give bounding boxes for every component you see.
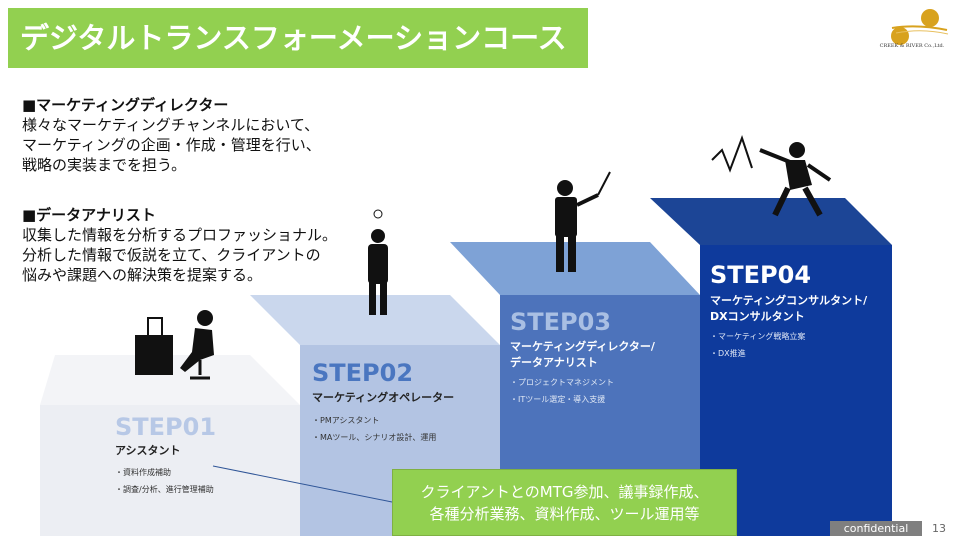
- step01-top: [40, 355, 300, 405]
- description-line: 戦略の実装までを担う。: [22, 156, 187, 174]
- page-number: 13: [932, 522, 946, 535]
- step-item: ・PMアシスタント: [312, 416, 380, 425]
- step01-role: アシスタント: [115, 443, 181, 459]
- step04-label: STEP04: [710, 261, 812, 289]
- role-line: マーケティングディレクター/: [510, 340, 655, 353]
- page-title: デジタルトランスフォーメーションコース: [8, 8, 588, 68]
- role-line: マーケティングコンサルタント/: [710, 294, 868, 307]
- step-item: ・マーケティング戦略立案: [710, 332, 806, 341]
- step-item: ・資料作成補助: [115, 468, 171, 477]
- person-desk-icon: [135, 310, 214, 380]
- step03-label: STEP03: [510, 308, 612, 336]
- step-item: ・ITツール選定・導入支援: [510, 395, 606, 404]
- person-pointer-icon: [555, 171, 611, 272]
- step02-items: ・PMアシスタント ・MAツール、シナリオ設計、運用: [312, 412, 436, 446]
- step03-role: マーケティングディレクター/ データアナリスト: [510, 339, 655, 371]
- person-presenting-icon: [711, 135, 832, 217]
- step04-role: マーケティングコンサルタント/ DXコンサルタント: [710, 293, 867, 325]
- person-thinking-icon: [368, 209, 388, 315]
- step02-label: STEP02: [312, 359, 414, 387]
- confidential-badge: confidential: [830, 521, 922, 536]
- callout-line: クライアントとのMTG参加、議事録作成、: [420, 483, 709, 501]
- step04-items: ・マーケティング戦略立案 ・DX推進: [710, 328, 805, 362]
- description-line: 悩みや課題への解決策を提案する。: [22, 266, 263, 284]
- callout-line: 各種分析業務、資料作成、ツール運用等: [429, 505, 700, 523]
- step-item: ・MAツール、シナリオ設計、運用: [312, 433, 437, 442]
- step01-front: [40, 405, 300, 536]
- callout-connector: [212, 465, 393, 503]
- role-line: アシスタント: [115, 444, 181, 457]
- step02-role: マーケティングオペレーター: [312, 390, 454, 406]
- description-analyst: ■データアナリスト 収集した情報を分析するプロファッショナル。 分析した情報で仮…: [22, 205, 337, 285]
- role-line: マーケティングオペレーター: [312, 391, 455, 404]
- description-line: 収集した情報を分析するプロファッショナル。: [22, 226, 338, 244]
- callout-box: クライアントとのMTG参加、議事録作成、 各種分析業務、資料作成、ツール運用等: [392, 469, 737, 536]
- description-line: 様々なマーケティングチャンネルにおいて、: [22, 116, 320, 134]
- step03-items: ・プロジェクトマネジメント ・ITツール選定・導入支援: [510, 374, 614, 408]
- step01-label: STEP01: [115, 413, 217, 441]
- role-line: データアナリスト: [510, 356, 598, 369]
- step-item: ・DX推進: [710, 349, 746, 358]
- description-director: ■マーケティングディレクター 様々なマーケティングチャンネルにおいて、 マーケテ…: [22, 95, 321, 175]
- description-line: マーケティングの企画・作成・管理を行い、: [22, 136, 321, 154]
- role-line: DXコンサルタント: [710, 310, 805, 323]
- step-item: ・調査/分析、進行管理補助: [115, 485, 214, 494]
- step-item: ・プロジェクトマネジメント: [510, 378, 614, 387]
- description-heading: ■マーケティングディレクター: [22, 96, 229, 114]
- description-line: 分析した情報で仮説を立て、クライアントの: [22, 246, 321, 264]
- step04-top: [650, 198, 892, 245]
- step04-front: [700, 245, 892, 536]
- step01-items: ・資料作成補助 ・調査/分析、進行管理補助: [115, 464, 214, 498]
- company-logo: [891, 9, 949, 45]
- description-heading: ■データアナリスト: [22, 206, 156, 224]
- step02-top: [250, 295, 500, 345]
- logo-text: CREEK & RIVER Co.,Ltd.: [879, 43, 945, 49]
